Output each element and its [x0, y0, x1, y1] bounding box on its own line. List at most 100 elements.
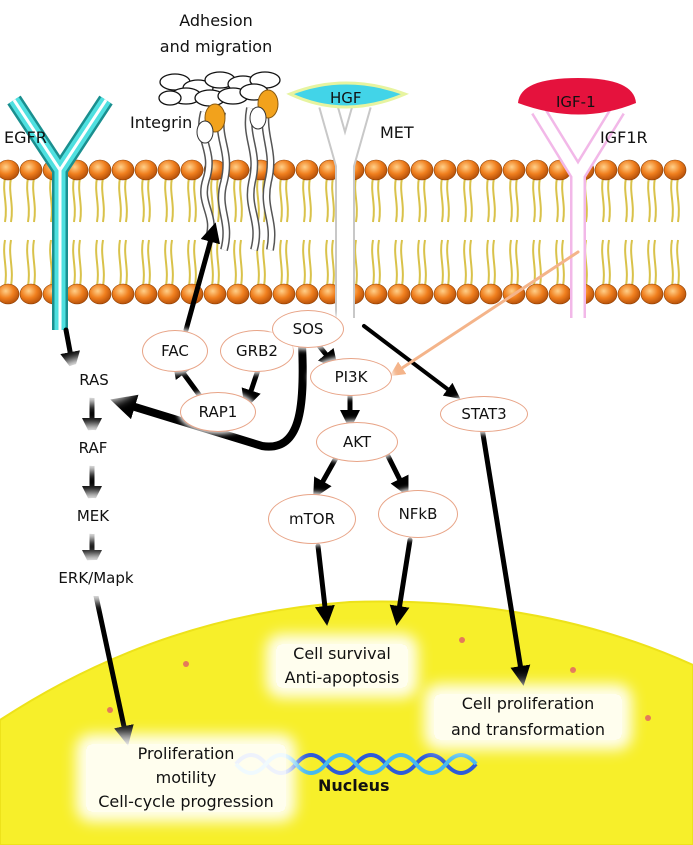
lipid-head: [272, 159, 296, 181]
adhesion-label: Adhesion and migration: [158, 11, 274, 57]
node-raf-label: RAF: [78, 439, 108, 457]
lipid-head: [387, 159, 411, 181]
lipid-tail: [32, 177, 36, 223]
nucleus-label: Nucleus: [318, 776, 390, 795]
hgf-label: HGF: [330, 89, 362, 107]
lipid-tail: [101, 239, 105, 287]
lipid-tail: [446, 239, 450, 287]
lipid-tail: [141, 177, 145, 223]
lipid-tail: [653, 177, 657, 223]
lipid-tail: [486, 239, 490, 287]
lipid-tail: [308, 177, 312, 223]
lipid-tail: [49, 239, 53, 287]
integrin-receptors: [158, 71, 281, 252]
outcome-survival: Cell survival Anti-apoptosis: [276, 644, 408, 688]
lipid-head: [525, 283, 549, 305]
outcome-proliferation-line2: and transformation: [450, 720, 606, 739]
node-mek-label: MEK: [76, 507, 110, 525]
lipid-head: [364, 283, 388, 305]
lipid-head: [410, 159, 434, 181]
lipid-head: [0, 159, 20, 181]
lipid-tail: [239, 239, 243, 287]
lipid-head: [502, 159, 526, 181]
lipid-tail: [676, 239, 680, 287]
lipid-tail: [239, 177, 243, 223]
lipid-tail: [371, 177, 375, 223]
outcome-motility-line2: motility: [155, 768, 217, 787]
lipid-tail: [262, 239, 266, 287]
lipid-tail: [118, 177, 122, 223]
igf1r-receptor: [518, 78, 636, 318]
lipid-tail: [124, 239, 128, 287]
outcome-survival-line2: Anti-apoptosis: [284, 668, 400, 687]
lipid-tail: [279, 177, 283, 223]
lipid-tail: [3, 239, 7, 287]
lipid-tail: [147, 177, 151, 223]
node-pi3k: PI3K: [310, 358, 392, 396]
lipid-head: [157, 283, 181, 305]
lipid-head: [410, 283, 434, 305]
lipid-head: [640, 283, 664, 305]
lipid-tail: [9, 239, 13, 287]
lipid-tail: [308, 239, 312, 287]
lipid-tail: [26, 177, 30, 223]
lipid-head: [640, 159, 664, 181]
node-sos: SOS: [272, 310, 344, 348]
pathway-arrows: [60, 222, 580, 746]
arrow-grb2-rap1: [241, 367, 261, 410]
lipid-tail: [555, 177, 559, 223]
lipid-head: [157, 159, 181, 181]
lipid-tail: [624, 239, 628, 287]
lipid-tail: [302, 177, 306, 223]
lipid-tail: [32, 239, 36, 287]
arrow-mtor-survival: [314, 543, 335, 626]
node-stat3-label: STAT3: [461, 405, 507, 423]
outcome-proliferation-line1: Cell proliferation: [461, 694, 595, 713]
node-pi3k-label: PI3K: [334, 368, 368, 386]
lipid-head: [111, 159, 135, 181]
lipid-tail: [187, 177, 191, 223]
lipid-tail: [331, 177, 335, 223]
lipid-head: [387, 283, 411, 305]
node-nfkb-label: NFkB: [398, 505, 438, 523]
lipid-tail: [538, 239, 542, 287]
lipid-head: [226, 283, 250, 305]
lipid-tail: [423, 177, 427, 223]
lipid-head: [19, 159, 43, 181]
lipid-tail: [377, 177, 381, 223]
igf1-label: IGF-1: [556, 93, 596, 111]
lipid-tail: [417, 239, 421, 287]
arrow-erk-proliferation: [93, 593, 134, 746]
outcome-motility: Proliferation motility Cell-cycle progre…: [86, 744, 286, 812]
lipid-head: [134, 283, 158, 305]
lipid-head: [180, 159, 204, 181]
node-ras: RAS: [56, 362, 132, 398]
lipid-tail: [509, 239, 513, 287]
outcome-survival-line1: Cell survival: [293, 644, 391, 663]
lipid-tail: [469, 177, 473, 223]
lipid-tail: [164, 177, 168, 223]
arrow-igf1r-pi3k: [389, 250, 580, 377]
lipid-head: [0, 283, 20, 305]
lipid-tail: [630, 177, 634, 223]
lipid-tail: [653, 239, 657, 287]
nucleus-dot: [107, 707, 113, 713]
outcome-motility-line3: Cell-cycle progression: [98, 792, 274, 811]
lipid-tail: [509, 177, 513, 223]
lipid-tail: [285, 239, 289, 287]
lipid-tail: [78, 239, 82, 287]
lipid-tail: [400, 239, 404, 287]
igf1r-label: IGF1R: [600, 128, 648, 147]
lipid-head: [663, 283, 687, 305]
integrin-label: Integrin: [130, 113, 193, 133]
lipid-head: [594, 283, 618, 305]
lipid-tail: [446, 177, 450, 223]
lipid-tail: [515, 177, 519, 223]
adhesion-label-line1: Adhesion: [179, 11, 253, 30]
lipid-head: [479, 283, 503, 305]
outcome-proliferation: Cell proliferation and transformation: [434, 694, 622, 740]
lipid-tail: [170, 177, 174, 223]
outcome-motility-line1: Proliferation: [137, 744, 235, 763]
hgf-ligand: [286, 81, 410, 109]
